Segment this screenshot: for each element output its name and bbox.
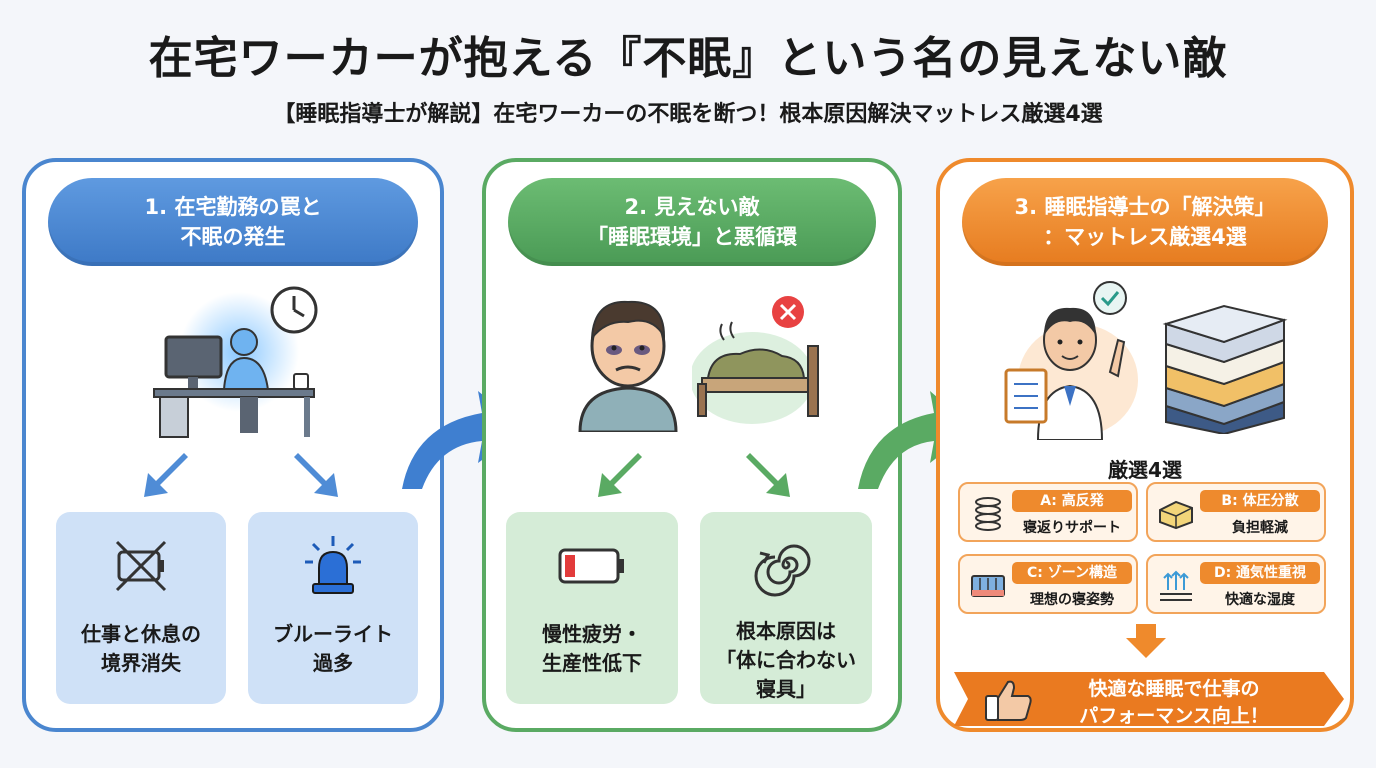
panel-3-heading-line-2: ：マットレス厳選4選 xyxy=(1043,225,1247,249)
thumbs-up-icon xyxy=(985,680,1032,721)
card-boundary-loss: 仕事と休息の 境界消失 xyxy=(56,512,226,704)
option-a-desc: 寝返りサポート xyxy=(1023,520,1121,536)
option-c-zone-structure: C: ゾーン構造 理想の寝姿勢 xyxy=(958,554,1138,614)
card-1-line-1: 仕事と休息の xyxy=(81,622,201,646)
page-title: 在宅ワーカーが抱える『不眠』という名の見えない敵 xyxy=(148,33,1228,84)
card-blue-light: ブルーライト 過多 xyxy=(248,512,418,704)
spring-icon xyxy=(975,497,1001,531)
result-text: 快適な睡眠で仕事の パフォーマンス向上！ xyxy=(1040,676,1308,729)
tired-person-icon xyxy=(578,300,678,432)
card-4-line-2: 「体に合わない xyxy=(716,648,856,672)
card-3-line-2: 生産性低下 xyxy=(542,651,642,675)
card-root-cause: 根本原因は 「体に合わない 寝具」 xyxy=(700,512,872,704)
down-right-arrow-icon xyxy=(746,453,790,497)
card-chronic-fatigue: 慢性疲労・ 生産性低下 xyxy=(506,512,678,704)
option-d-breathability: D: 通気性重視 快適な湿度 xyxy=(1146,554,1326,614)
no-battery-icon xyxy=(115,540,167,592)
airflow-icon xyxy=(1160,570,1192,601)
card-2-line-2: 過多 xyxy=(313,651,353,675)
panel-solution: 3. 睡眠指導士の「解決策」 ：マットレス厳選4選 厳選4選 xyxy=(936,158,1354,732)
card-4-line-1: 根本原因は xyxy=(736,619,836,643)
foam-icon xyxy=(1159,500,1193,530)
panel-1-heading-line-2: 不眠の発生 xyxy=(180,225,286,249)
down-right-arrow-icon xyxy=(294,453,338,497)
card-2-line-1: ブルーライト xyxy=(273,622,393,646)
option-d-title: D: 通気性重視 xyxy=(1200,562,1320,584)
option-b-pressure-distribution: B: 体圧分散 負担軽減 xyxy=(1146,482,1326,542)
option-c-desc: 理想の寝姿勢 xyxy=(1030,592,1114,608)
panel-invisible-enemy: 2. 見えない敵 「睡眠環境」と悪循環 xyxy=(482,158,902,732)
option-a-high-resilience: A: 高反発 寝返りサポート xyxy=(958,482,1138,542)
sleep-coach-icon xyxy=(1004,281,1138,440)
option-b-title: B: 体圧分散 xyxy=(1200,490,1320,512)
low-battery-icon xyxy=(558,548,624,584)
messy-bed-icon xyxy=(692,296,819,424)
result-banner xyxy=(954,672,1344,726)
down-left-arrow-icon xyxy=(144,453,188,497)
result-line-1: 快適な睡眠で仕事の xyxy=(1088,678,1260,700)
desk-worker-icon xyxy=(153,286,318,438)
panel-1-heading: 1. 在宅勤務の罠と 不眠の発生 xyxy=(48,178,418,266)
panel-2-heading: 2. 見えない敵 「睡眠環境」と悪循環 xyxy=(508,178,876,266)
panel-remote-work-trap: 1. 在宅勤務の罠と 不眠の発生 xyxy=(22,158,444,732)
selection-label: 厳選4選 xyxy=(1108,458,1182,482)
option-b-desc: 負担軽減 xyxy=(1232,520,1288,536)
panel-3-heading-line-1: 3. 睡眠指導士の「解決策」 xyxy=(1014,194,1276,219)
panel-2-heading-line-2: 「睡眠環境」と悪循環 xyxy=(587,225,797,249)
panel-3-heading: 3. 睡眠指導士の「解決策」 ：マットレス厳選4選 xyxy=(962,178,1328,266)
page-subtitle: 【睡眠指導士が解説】在宅ワーカーの不眠を断つ！根本原因解決マットレス厳選4選 xyxy=(273,102,1103,127)
card-4-line-3: 寝具」 xyxy=(756,677,816,701)
siren-icon xyxy=(305,536,361,594)
panel-2-heading-line-1: 2. 見えない敵 xyxy=(624,194,760,219)
mattress-stack-icon xyxy=(1162,304,1288,434)
down-left-arrow-icon xyxy=(598,453,642,497)
down-arrow-icon xyxy=(1126,624,1166,658)
option-a-title: A: 高反発 xyxy=(1012,490,1132,512)
card-1-line-2: 境界消失 xyxy=(101,651,181,675)
card-3-line-1: 慢性疲労・ xyxy=(542,622,642,646)
spiral-icon xyxy=(754,544,811,596)
option-c-title: C: ゾーン構造 xyxy=(1012,562,1132,584)
zone-mattress-icon xyxy=(971,575,1005,597)
option-d-desc: 快適な湿度 xyxy=(1225,592,1295,608)
result-line-2: パフォーマンス向上！ xyxy=(1079,704,1269,727)
panel-1-heading-line-1: 1. 在宅勤務の罠と xyxy=(144,194,322,219)
